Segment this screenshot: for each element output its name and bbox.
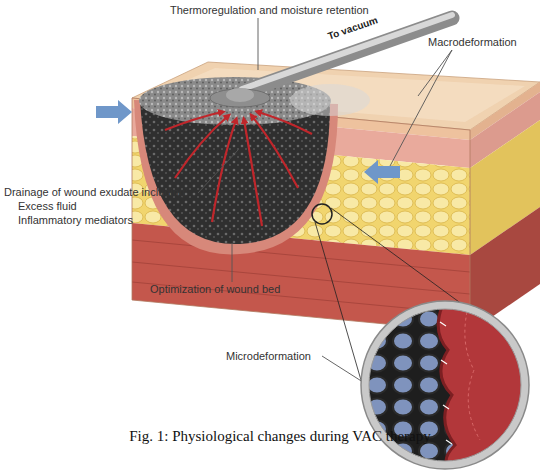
callout-label: Microdeformation: [226, 350, 311, 363]
callout-label: Drainage of wound exudate including:: [4, 186, 188, 199]
callout-label: Thermoregulation and moisture retention: [170, 4, 369, 17]
callout-label: Optimization of wound bed: [150, 283, 280, 296]
figure-caption: Fig. 1: Physiological changes during VAC…: [0, 428, 560, 445]
callout-label: Excess fluid: [18, 200, 77, 213]
callout-label: Inflammatory mediators: [18, 214, 133, 227]
callout-label: Macrodeformation: [428, 36, 517, 49]
callout-label: To vacuum: [326, 13, 379, 42]
